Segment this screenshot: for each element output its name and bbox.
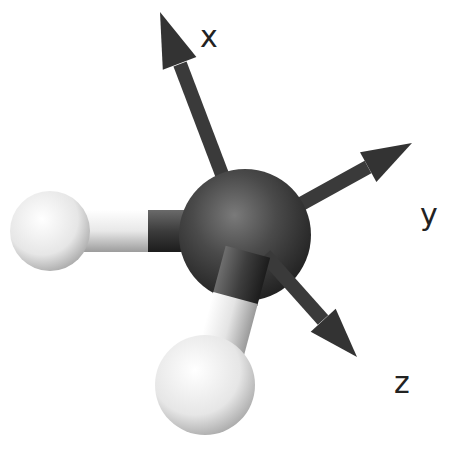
axis-label: y bbox=[420, 200, 438, 230]
hydrogen-atom bbox=[155, 335, 255, 435]
axis-shaft bbox=[265, 255, 323, 320]
axis-arrowhead bbox=[360, 143, 412, 182]
hydrogen-atom bbox=[10, 191, 90, 271]
axis-label: z bbox=[394, 368, 410, 398]
axis-arrowhead bbox=[160, 12, 196, 70]
axis-label: x bbox=[200, 22, 218, 52]
axis-arrowhead bbox=[311, 309, 357, 357]
